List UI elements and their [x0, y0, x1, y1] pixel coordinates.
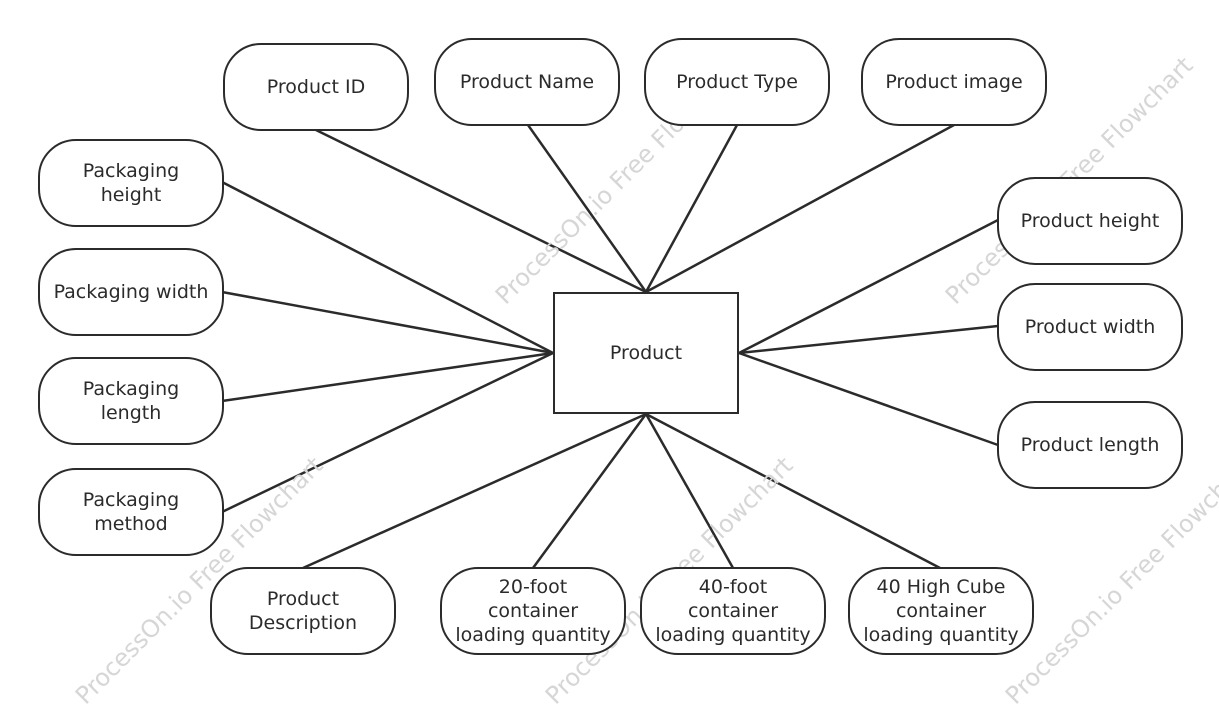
edge-product-description: [302, 412, 647, 570]
node-product-image[interactable]: Product image: [861, 38, 1047, 126]
node-label: Packaging method: [82, 489, 180, 535]
node-label: Product: [609, 342, 683, 364]
node-product-width[interactable]: Product width: [997, 283, 1183, 371]
node-product-height[interactable]: Product height: [997, 177, 1183, 265]
node-label: Product height: [1020, 210, 1160, 232]
node-product[interactable]: Product: [553, 292, 739, 414]
node-packaging-width[interactable]: Packaging width: [38, 248, 224, 336]
edge-product-type: [644, 124, 739, 293]
node-product-name[interactable]: Product Name: [434, 38, 620, 126]
node-label: Product Type: [676, 71, 798, 93]
edge-product-image: [645, 123, 955, 294]
node-label: Product image: [885, 71, 1023, 93]
node-label: Product ID: [266, 76, 366, 98]
node-label: Product Description: [248, 588, 358, 634]
edge-packaging-height: [221, 180, 554, 355]
edge-20ft-loading: [531, 413, 648, 569]
edge-product-width: [738, 324, 999, 355]
node-packaging-height[interactable]: Packaging height: [38, 139, 224, 227]
node-20ft-loading[interactable]: 20-foot container loading quantity: [440, 567, 626, 655]
node-label: Packaging length: [82, 378, 180, 424]
node-product-id[interactable]: Product ID: [223, 43, 409, 131]
edge-packaging-method: [221, 351, 554, 514]
connector-lines: [221, 123, 999, 570]
edge-packaging-length: [221, 351, 554, 403]
node-label: 40 High Cube container loading quantity: [863, 576, 1019, 646]
node-label: Packaging height: [82, 160, 180, 206]
edge-product-id: [315, 128, 647, 294]
node-label: Product width: [1024, 316, 1156, 338]
edge-product-height: [738, 218, 999, 355]
node-label: 40-foot container loading quantity: [655, 576, 811, 646]
node-40ft-loading[interactable]: 40-foot container loading quantity: [640, 567, 826, 655]
edge-packaging-width: [221, 290, 554, 355]
node-label: Product Name: [459, 71, 595, 93]
edge-40ft-loading: [644, 413, 735, 569]
node-label: 20-foot container loading quantity: [455, 576, 611, 646]
node-packaging-length[interactable]: Packaging length: [38, 357, 224, 445]
edge-40hc-loading: [645, 412, 941, 570]
node-product-description[interactable]: Product Description: [210, 567, 396, 655]
edge-product-name: [526, 124, 648, 293]
edge-product-length: [738, 351, 999, 447]
node-label: Product length: [1020, 434, 1160, 456]
node-packaging-method[interactable]: Packaging method: [38, 468, 224, 556]
node-40hc-loading[interactable]: 40 High Cube container loading quantity: [848, 567, 1034, 655]
node-product-length[interactable]: Product length: [997, 401, 1183, 489]
node-product-type[interactable]: Product Type: [644, 38, 830, 126]
node-label: Packaging width: [53, 281, 209, 303]
